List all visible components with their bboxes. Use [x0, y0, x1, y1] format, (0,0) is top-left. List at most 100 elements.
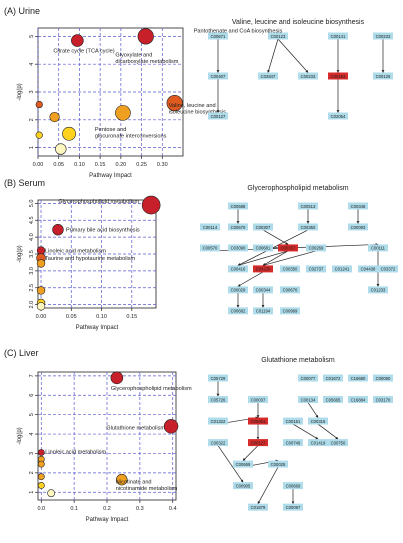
network-node: C00141	[328, 32, 348, 40]
network-node: C05665	[323, 396, 343, 404]
network-node-label: C00077	[301, 376, 316, 381]
network-node: C00134	[298, 396, 318, 404]
bubble-label: Glutathione metabolism	[106, 425, 165, 431]
network-node-label: C00269	[309, 246, 324, 251]
bubble	[47, 489, 56, 498]
panel-title: (B) Serum	[4, 178, 45, 188]
network-edge	[277, 38, 309, 73]
network-node-label: C00315	[311, 419, 326, 424]
network-node-label: C05726	[211, 397, 226, 402]
x-tick-label: 0.10	[96, 314, 107, 320]
network-node-box	[280, 286, 300, 294]
network-node-box	[228, 202, 248, 210]
network-node: C00269	[306, 244, 326, 252]
x-tick-label: 0.1	[70, 506, 78, 512]
network-node: C00750	[328, 439, 348, 447]
network-edge	[292, 423, 319, 440]
panel-title: (A) Urine	[4, 6, 40, 16]
network-node-label: C04230	[256, 267, 271, 272]
x-tick-label: 0.30	[157, 162, 168, 168]
network-node-box	[280, 307, 300, 315]
network-node: C16680	[348, 374, 368, 382]
network-node-box	[208, 72, 228, 80]
network-node-label: C01879	[251, 505, 266, 510]
network-node-label: C00127	[251, 440, 266, 445]
network-node: C02737	[306, 265, 326, 273]
network-edge	[237, 250, 289, 267]
network-title: Glycerophospholipid metabolism	[247, 185, 348, 192]
network-node: C00183	[328, 72, 348, 80]
network-node-label: C00749	[286, 440, 301, 445]
network-node-box	[348, 396, 368, 404]
network-node-box	[208, 439, 228, 447]
network-node-box	[253, 286, 273, 294]
network-node: C00080	[373, 374, 393, 382]
network-node-label: C04438	[361, 267, 376, 272]
network-node: C16884	[348, 396, 368, 404]
network-node: C00097	[283, 503, 303, 511]
network-node-label: C00905	[236, 483, 251, 488]
x-tick-label: 0.05	[66, 314, 77, 320]
network-edge	[262, 250, 317, 267]
network-node-box	[308, 439, 328, 447]
network-node-label: C00157	[281, 246, 296, 251]
bubble	[71, 34, 84, 47]
network-node: C00670	[280, 286, 300, 294]
network-node: C01322	[208, 417, 228, 425]
bubble-label: Glyoxylate and	[115, 53, 152, 59]
network-node: C00969	[280, 307, 300, 315]
network-node-label: C00127	[211, 114, 226, 119]
network-node-label: C03090	[231, 246, 246, 251]
network-node-box	[228, 244, 248, 252]
network-node-box	[278, 244, 298, 252]
bubble	[52, 224, 64, 236]
bubble	[137, 28, 154, 45]
network-node-label: C16884	[351, 397, 366, 402]
y-tick-label: 4	[29, 433, 35, 436]
network-node: C02847	[258, 72, 278, 80]
network-node-box	[283, 439, 303, 447]
bubble	[37, 482, 45, 489]
network-node-box	[283, 417, 303, 425]
network-node-box	[228, 286, 248, 294]
network-node: C00670	[228, 223, 248, 231]
bubble	[141, 195, 161, 215]
network-node-box	[283, 503, 303, 511]
network-node-box	[332, 265, 352, 273]
y-tick-label: 2.5	[29, 284, 35, 292]
network-node-label: C01322	[211, 419, 226, 424]
bubble	[116, 473, 128, 486]
y-tick-label: 5	[29, 413, 35, 416]
bubble-label: nicotinamide metabolism	[116, 486, 178, 492]
network-node-box	[373, 374, 393, 382]
bubble	[115, 105, 131, 121]
network-node-label: C00344	[256, 288, 271, 293]
network-title: Glutathione metabolism	[261, 357, 335, 364]
network-node-box	[298, 72, 318, 80]
network-node-label: C16680	[351, 376, 366, 381]
network-node-label: C00307	[256, 225, 271, 230]
network-node-label: C01194	[256, 309, 271, 314]
network-node: C00093	[348, 223, 368, 231]
network-node: C00315	[308, 417, 328, 425]
network-node-label: C00233	[301, 74, 316, 79]
x-tick-label: 0.25	[136, 162, 147, 168]
network-node: C03170	[373, 396, 393, 404]
network-node: C05726	[208, 396, 228, 404]
network-node-label: C01233	[371, 288, 386, 293]
y-tick-label: 6	[29, 394, 35, 397]
y-axis-label: -log(p)	[17, 427, 23, 444]
network-node-label: C00151	[286, 419, 301, 424]
bubble-label: Taurine and hypotaurine metabolism	[45, 256, 136, 262]
network-node-box	[268, 32, 288, 40]
network-node-box	[373, 396, 393, 404]
network-node: C00037	[248, 396, 268, 404]
x-axis-label: Pathway Impact	[86, 517, 129, 523]
x-axis-label: Pathway Impact	[76, 325, 119, 331]
network-node-label: C00029	[231, 288, 246, 293]
